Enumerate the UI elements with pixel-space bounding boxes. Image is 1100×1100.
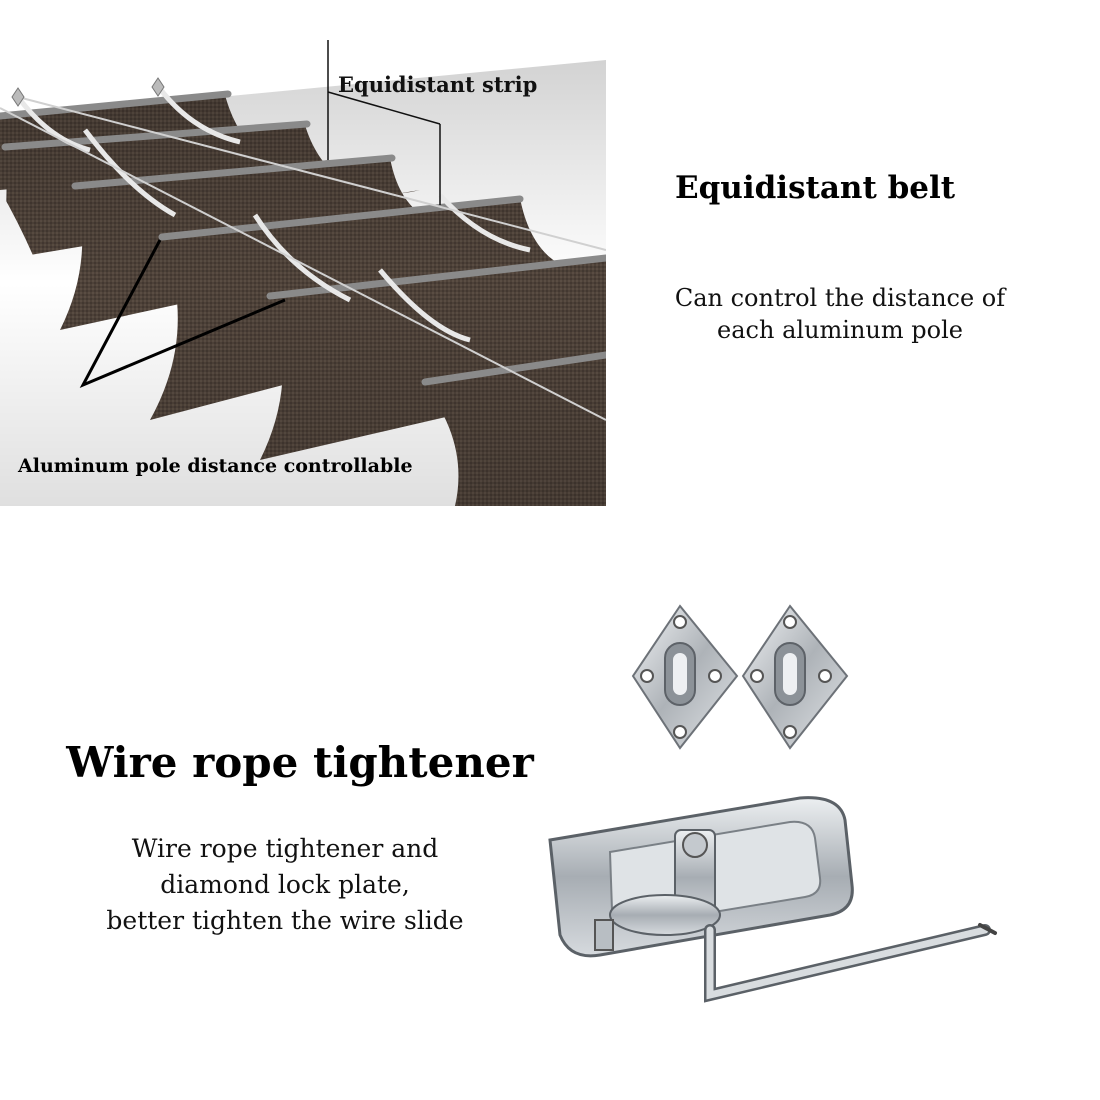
canopy-photo: [0, 0, 606, 506]
tightener-frame: [548, 796, 854, 958]
wire-rope-tightener-photo: [548, 796, 997, 1003]
equidistant-strip-label: Equidistant strip: [338, 72, 538, 97]
pole-distance-label: Aluminum pole distance controllable: [18, 455, 413, 477]
description-line: each aluminum pole: [717, 316, 963, 344]
shade-fabric: [0, 60, 606, 506]
description-line: Can control the distance of: [674, 284, 1006, 312]
equidistant-belt-title: Equidistant belt: [675, 170, 956, 206]
equidistant-belt-description: Can control the distance of each aluminu…: [630, 282, 1050, 346]
tightener-handle: [704, 923, 997, 1003]
annotation-lines: [327, 40, 441, 205]
wire-rope-tightener-description: Wire rope tightener and diamond lock pla…: [70, 831, 500, 939]
equidistant-straps: [15, 84, 531, 343]
pole-pointer-lines: [79, 239, 286, 389]
description-line: diamond lock plate,: [160, 870, 410, 899]
diamond-plate-icon: [741, 604, 849, 750]
diamond-lock-plates: [631, 604, 849, 750]
wire-rope-tightener-title: Wire rope tightener: [66, 738, 534, 787]
description-line: better tighten the wire slide: [106, 906, 464, 935]
wire-rope: [0, 96, 606, 421]
diamond-plate-icon: [631, 604, 739, 750]
diamond-mount-icon: [11, 77, 165, 107]
description-line: Wire rope tightener and: [131, 834, 439, 863]
